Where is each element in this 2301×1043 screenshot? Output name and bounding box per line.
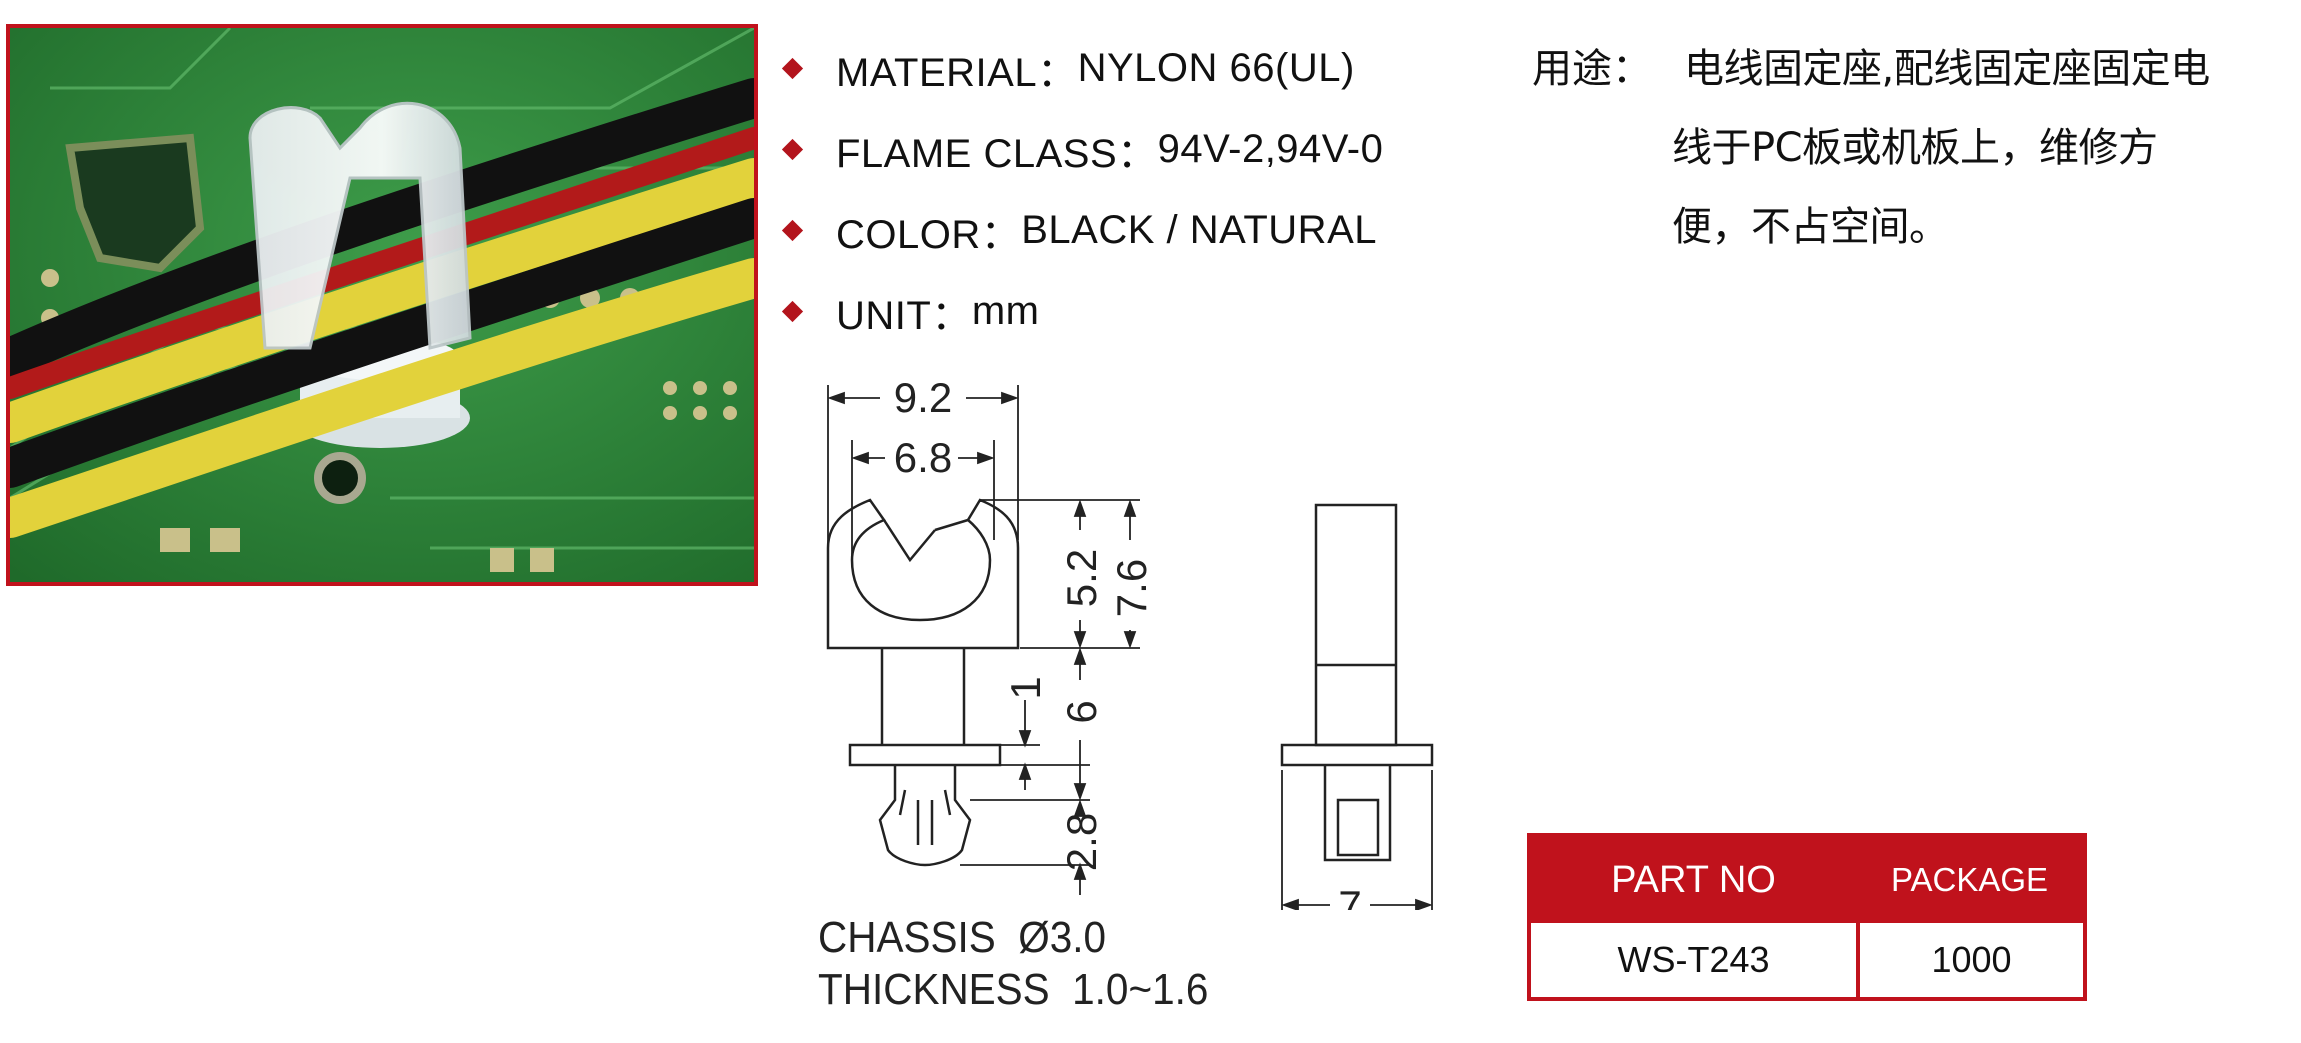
- spec-label: UNIT：: [836, 293, 972, 338]
- dim-tip: 2.8: [1058, 813, 1105, 871]
- dim-width-outer: 9.2: [894, 374, 952, 421]
- chassis-info: CHASSIS Ø3.0 THICKNESS 1.0~1.6: [818, 912, 1208, 1016]
- chassis-line: CHASSIS Ø3.0: [818, 913, 1106, 962]
- spec-value: NYLON 66(UL): [1077, 46, 1355, 90]
- spec-value: mm: [971, 289, 1040, 333]
- table-header-row: PART NO PACKAGE: [1531, 837, 2083, 923]
- dim-width-inner: 6.8: [894, 434, 952, 481]
- diamond-bullet-icon: [781, 219, 804, 242]
- header-package: PACKAGE: [1890, 861, 2049, 898]
- dim-total-top: 7.6: [1108, 559, 1155, 617]
- table-row: WS-T243 1000: [1531, 923, 2083, 997]
- diamond-bullet-icon: [781, 300, 804, 323]
- usage-line-3: 便，不占空间。: [1672, 204, 1949, 250]
- dim-stem: 6: [1058, 700, 1105, 723]
- thickness-line: THICKNESS 1.0~1.6: [818, 965, 1209, 1014]
- usage-line-2: 线于PC板或机板上，维修方: [1672, 125, 2158, 171]
- product-photo: [6, 24, 758, 586]
- diamond-bullet-icon: [781, 138, 804, 161]
- spec-label: FLAME CLASS：: [836, 131, 1158, 176]
- spec-label: COLOR：: [836, 212, 1022, 257]
- spec-flame-class: FLAME CLASS： 94V-2,94V-0: [781, 109, 1384, 190]
- spec-list: MATERIAL： NYLON 66(UL) FLAME CLASS： 94V-…: [781, 28, 1384, 352]
- part-table: PART NO PACKAGE WS-T243 1000: [1527, 833, 2087, 1001]
- spec-material: MATERIAL： NYLON 66(UL): [781, 28, 1383, 109]
- usage-label: 用途：: [1532, 46, 1652, 92]
- dim-gap: 1: [1002, 676, 1049, 699]
- dim-side-width: 7: [1338, 882, 1361, 910]
- spec-color: COLOR： BLACK / NATURAL: [781, 190, 1383, 271]
- cell-part-no: WS-T243: [1531, 923, 1860, 997]
- usage-line-1: 电线固定座,配线固定座固定电: [1684, 46, 2210, 92]
- spec-value: 94V-2,94V-0: [1157, 127, 1384, 171]
- technical-drawing: 9.2 6.8 5.2 7.6 6 1 2.8 7: [826, 374, 1434, 910]
- spec-label: MATERIAL：: [836, 50, 1078, 95]
- spec-unit: UNIT： mm: [781, 271, 1383, 352]
- spec-value: BLACK / NATURAL: [1021, 208, 1377, 252]
- header-part-no: PART NO: [1611, 858, 1776, 901]
- cell-package: 1000: [1931, 939, 2012, 980]
- dim-clip-height: 5.2: [1058, 549, 1105, 607]
- diamond-bullet-icon: [781, 57, 804, 80]
